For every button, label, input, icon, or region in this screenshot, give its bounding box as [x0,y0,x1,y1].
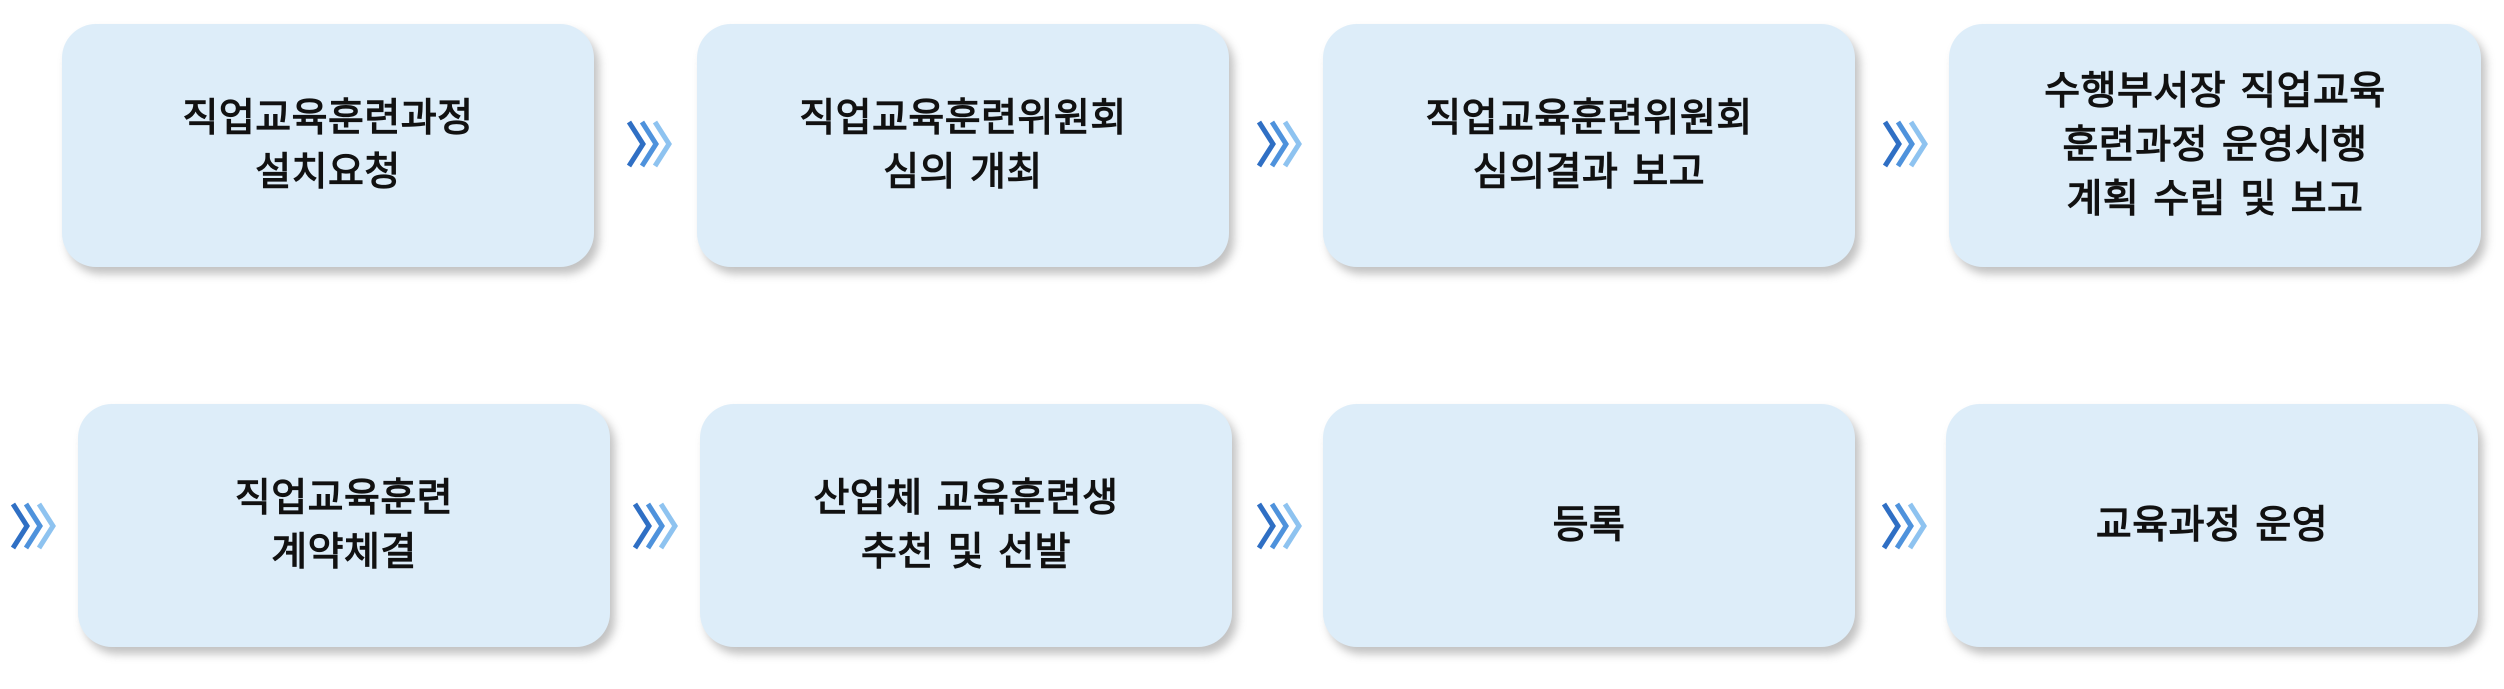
step-1-box: 직업교육훈련과정 설치요청 [62,24,594,267]
step-6-label: 산업체 교육훈련생 추천 및 선발 [813,475,1119,575]
step-3-label: 직업교육훈련위원회 심의결과 보고 [1425,95,1753,195]
step-2-box: 직업교육훈련위원회 심의 개최 [697,24,1229,267]
step-6-box: 산업체 교육훈련생 추천 및 선발 [700,404,1232,647]
step-1-label: 직업교육훈련과정 설치요청 [182,95,474,195]
step-7-label: 등록 [1552,502,1626,548]
triple-chevron-right-icon [632,500,682,552]
step-5-label: 직업교육훈련 계약체결 [234,475,454,575]
triple-chevron-right-icon [626,118,676,170]
triple-chevron-right-icon [1882,118,1932,170]
step-7-box: 등록 [1323,404,1855,647]
step-3-box: 직업교육훈련위원회 심의결과 보고 [1323,24,1855,267]
triple-chevron-right-icon [1256,500,1306,552]
triple-chevron-right-icon [1256,118,1306,170]
step-8-box: 교육과정 운영 [1946,404,2478,647]
step-5-box: 직업교육훈련 계약체결 [78,404,610,647]
triple-chevron-right-icon [10,500,60,552]
step-4-label: 수행부서장 직업교육 훈련과정 운영시행 계획 수립 및 보고 [2044,68,2386,222]
triple-chevron-right-icon [1881,500,1931,552]
step-2-label: 직업교육훈련위원회 심의 개최 [799,95,1127,195]
step-4-box: 수행부서장 직업교육 훈련과정 운영시행 계획 수립 및 보고 [1949,24,2481,267]
step-8-label: 교육과정 운영 [2095,502,2329,548]
